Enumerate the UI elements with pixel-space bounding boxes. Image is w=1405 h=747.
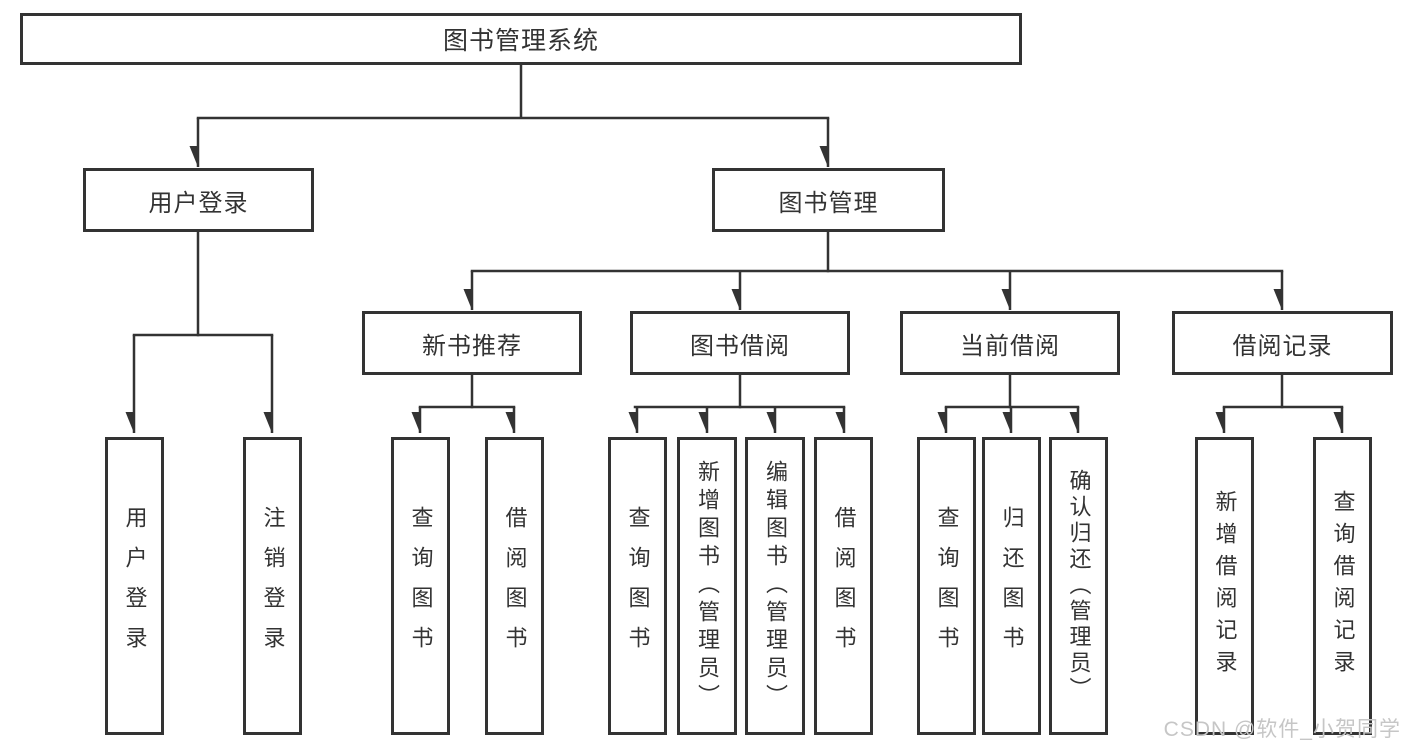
node-book-borrow: 图书借阅 [630,311,850,375]
node-label: 当前借阅 [960,332,1060,360]
node-label: 图书管理系统 [442,27,599,55]
leaf-logout: 注销登录 [243,437,302,735]
leaf-query-borrow-record: 查询借阅记录 [1313,437,1372,735]
leaf-add-borrow-record: 新增借阅记录 [1195,437,1254,735]
node-library-management-system: 图书管理系统 [20,13,1022,65]
node-label: 用户登录 [148,189,249,217]
leaf-add-books-admin: 新增图书（管理员） [677,437,737,735]
leaf-label: 用户登录 [122,506,148,666]
leaf-return-books: 归还图书 [982,437,1041,735]
leaf-label: 新增图书（管理员） [695,460,720,712]
leaf-label: 新增借阅记录 [1212,490,1238,682]
leaf-label: 归还图书 [999,506,1025,666]
leaf-borrow-books: 借阅图书 [814,437,873,735]
leaf-label: 查询图书 [625,506,651,666]
leaf-borrow-books-recommend: 借阅图书 [485,437,544,735]
leaf-query-books-recommend: 查询图书 [391,437,450,735]
node-book-management: 图书管理 [712,168,945,232]
leaf-label: 确认归还（管理员） [1066,469,1092,703]
leaf-label: 注销登录 [260,506,286,666]
leaf-label: 编辑图书（管理员） [763,460,788,712]
node-label: 借阅记录 [1232,332,1333,360]
leaf-query-books-current: 查询图书 [917,437,976,735]
leaf-confirm-return-admin: 确认归还（管理员） [1049,437,1108,735]
leaf-label: 查询图书 [934,506,960,666]
node-current-borrow: 当前借阅 [900,311,1120,375]
csdn-watermark: CSDN @软件_小贺同学 [1163,718,1401,741]
leaf-label: 借阅图书 [502,506,528,666]
node-label: 图书借阅 [690,332,790,360]
node-label: 图书管理 [778,189,879,217]
leaf-label: 借阅图书 [831,506,857,666]
leaf-label: 查询图书 [408,506,434,666]
node-label: 新书推荐 [422,332,522,360]
node-user-login: 用户登录 [83,168,314,232]
leaf-user-login: 用户登录 [105,437,164,735]
leaf-label: 查询借阅记录 [1330,490,1356,682]
leaf-query-books-borrow: 查询图书 [608,437,667,735]
leaf-edit-books-admin: 编辑图书（管理员） [745,437,805,735]
node-borrow-records: 借阅记录 [1172,311,1393,375]
node-new-book-recommend: 新书推荐 [362,311,582,375]
